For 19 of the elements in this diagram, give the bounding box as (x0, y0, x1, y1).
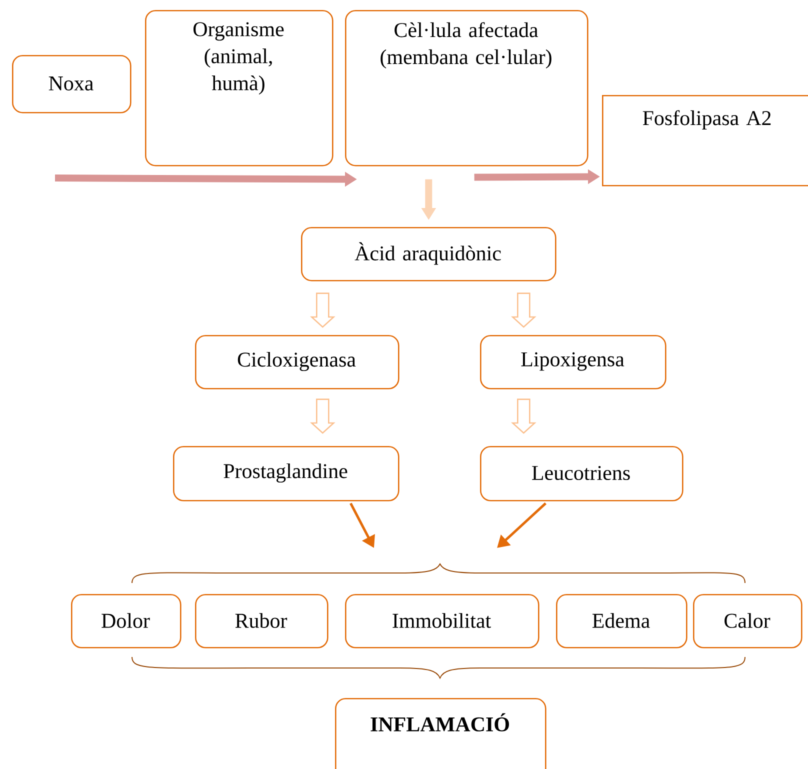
process-box: Leucotriens (480, 446, 684, 502)
process-box: Rubor (195, 594, 328, 648)
process-box: Immobilitat (345, 594, 540, 648)
process-box: Edema (556, 594, 688, 648)
hollow-arrow (310, 292, 336, 328)
process-box: Cicloxigenasa (195, 335, 400, 390)
process-box: Cèl·lula afectada (membana cel·lular) (345, 10, 588, 166)
process-box: Dolor (71, 594, 182, 648)
hollow-arrow (310, 398, 336, 434)
process-box: Noxa (12, 55, 132, 114)
process-box: INFLAMACIÓ (335, 698, 546, 769)
process-box: Àcid araquidònic (301, 227, 556, 282)
process-box: Prostaglandine (173, 446, 400, 502)
process-box: Organisme (animal, humà) (145, 10, 334, 166)
hollow-arrow (510, 398, 536, 434)
hollow-arrow (510, 292, 536, 328)
process-box: Lipoxigensa (480, 335, 666, 390)
process-box: Calor (693, 594, 802, 648)
process-box: Fosfolipasa A2 (602, 95, 808, 186)
